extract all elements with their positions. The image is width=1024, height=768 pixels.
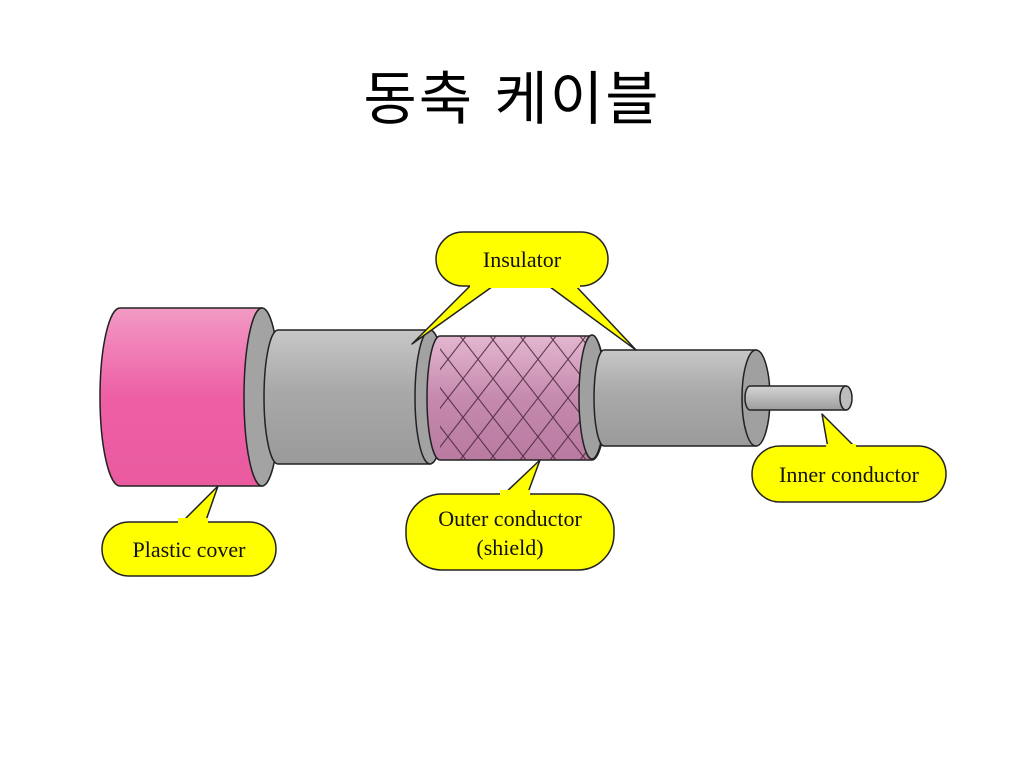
label-inner-conductor: Inner conductor bbox=[779, 462, 920, 487]
callout-inner-conductor: Inner conductor bbox=[751, 413, 947, 503]
insulator-layer bbox=[263, 329, 446, 465]
inner-insulator bbox=[593, 349, 771, 447]
plastic-cover bbox=[99, 307, 281, 487]
callout-outer-conductor: Outer conductor (shield) bbox=[405, 459, 615, 571]
inner-conductor-wire bbox=[744, 385, 853, 411]
label-outer-conductor-line1: Outer conductor bbox=[438, 506, 582, 531]
callout-insulator: Insulator bbox=[411, 231, 637, 351]
slide-title: 동축 케이블 bbox=[363, 65, 661, 133]
callout-plastic-cover: Plastic cover bbox=[101, 485, 277, 577]
label-insulator: Insulator bbox=[483, 247, 562, 272]
label-outer-conductor-line2: (shield) bbox=[476, 535, 543, 560]
label-plastic-cover: Plastic cover bbox=[132, 537, 246, 562]
